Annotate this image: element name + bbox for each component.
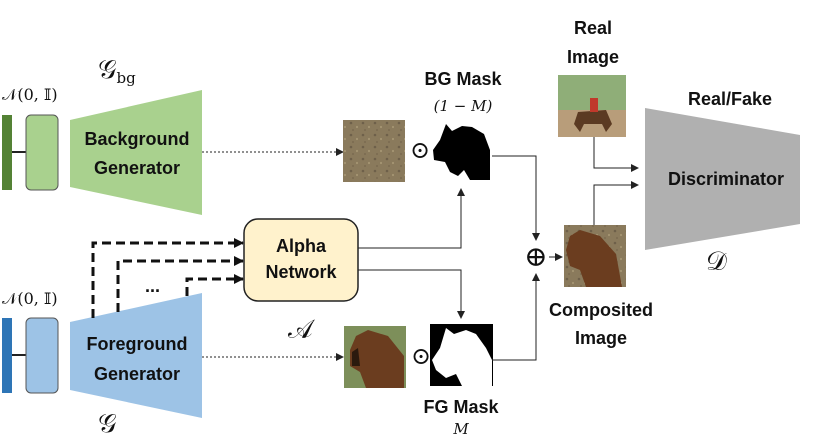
alpha-network: Alpha Network 𝒜 (243, 218, 359, 345)
alpha-network-box (243, 218, 359, 302)
fg-mask-title: FG Mask (423, 397, 499, 417)
fg-noise-bar (2, 318, 12, 393)
background-generator: Background Generator 𝒢bg (70, 55, 202, 215)
composited-to-discriminator-arrow (593, 181, 639, 225)
bg-mask: BG Mask (1 − M) (424, 69, 503, 182)
discriminator-symbol: 𝒟 (706, 247, 727, 277)
fg-mask-formula: M (452, 420, 469, 438)
bg-mask-to-add-arrow (492, 155, 540, 241)
composited-image: Composited Image (549, 225, 653, 348)
real-horse (574, 110, 612, 132)
alpha-to-bg-mask-arrow (358, 188, 465, 249)
bg-mask-formula: (1 − M) (434, 97, 493, 115)
bg-noise-group: 𝒩(0, 𝕀) (2, 85, 59, 191)
discriminator-label: Discriminator (668, 169, 784, 189)
bg-generator-label-line2: Generator (94, 158, 180, 178)
bg-generator-label-line1: Background (84, 129, 189, 149)
alpha-network-label-line1: Alpha (276, 236, 327, 256)
fg-generator-shape (70, 293, 202, 418)
real-to-discriminator-arrow (593, 137, 639, 172)
fg-horse-image (350, 330, 404, 388)
bg-generator-symbol: 𝒢bg (98, 55, 136, 87)
horse-silhouette-icon (433, 124, 490, 180)
real-image: Real Image (558, 18, 626, 137)
discriminator: Discriminator Real/Fake 𝒟 (645, 89, 800, 277)
real-label-line1: Real (574, 18, 612, 38)
real-label-line2: Image (567, 47, 619, 67)
bg-generator-symbol-sub: bg (117, 69, 137, 87)
fg-mask-to-add-arrow (492, 273, 540, 361)
bg-generator-symbol-main: 𝒢 (98, 55, 117, 85)
foreground-generator: Foreground Generator 𝒢 (70, 293, 202, 438)
discriminator-shape (645, 108, 800, 250)
bg-output-image (343, 120, 405, 182)
composited-horse (566, 230, 622, 287)
bg-generator-shape (70, 90, 202, 215)
bg-dirt-image (343, 120, 405, 182)
alpha-network-symbol: 𝒜 (288, 315, 315, 345)
horse-white-silhouette-icon (432, 328, 492, 386)
dashed-arrow-2 (116, 256, 244, 312)
fg-multiply-op: ⊙ (411, 342, 431, 370)
fg-generator-label-line1: Foreground (87, 334, 188, 354)
bg-noise-label: 𝒩(0, 𝕀) (2, 85, 58, 104)
bg-noise-block (25, 114, 59, 191)
fg-generator-symbol: 𝒢 (98, 409, 117, 438)
fg-horse-muzzle (352, 348, 360, 366)
alpha-ellipsis: ... (145, 276, 160, 296)
fg-output-image (344, 326, 406, 388)
bg-multiply-op: ⊙ (410, 136, 430, 164)
alpha-network-label-line2: Network (265, 262, 337, 282)
real-rider (590, 98, 598, 112)
fg-noise-group: 𝒩(0, 𝕀) (2, 289, 59, 394)
composited-label-line2: Image (575, 328, 627, 348)
add-op: ⊕ (524, 240, 547, 273)
composited-label-line1: Composited (549, 300, 653, 320)
bg-noise-bar (2, 115, 12, 190)
discriminator-output-label: Real/Fake (688, 89, 772, 109)
dashed-arrow-3 (185, 274, 244, 296)
dashed-arrow-1 (91, 238, 244, 318)
fg-mask: FG Mask M (423, 324, 499, 438)
fg-generator-label-line2: Generator (94, 364, 180, 384)
bg-mask-title: BG Mask (424, 69, 502, 89)
fg-to-alpha-dashed-arrows (91, 238, 244, 318)
alpha-to-fg-mask-arrow (358, 269, 465, 319)
fg-noise-label: 𝒩(0, 𝕀) (2, 289, 58, 308)
fg-noise-block (25, 317, 59, 394)
